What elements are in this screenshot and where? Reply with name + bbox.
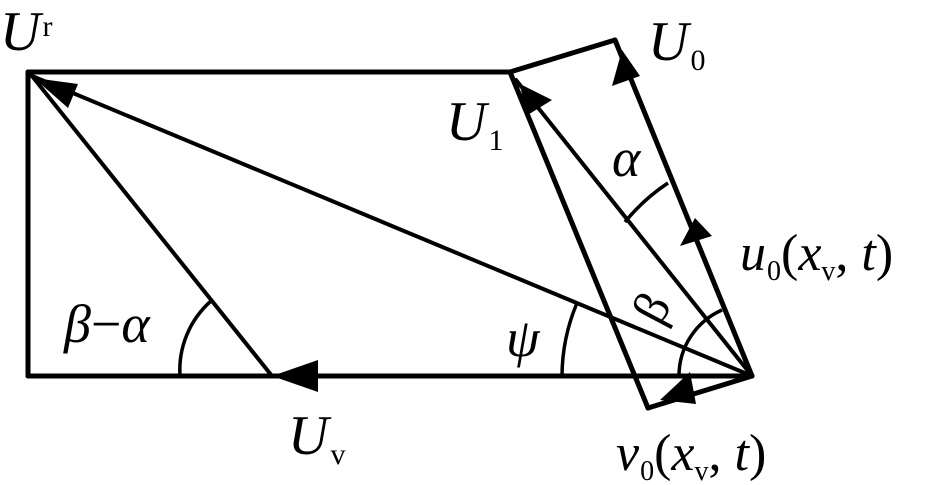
vector-ur-diagonal	[30, 74, 754, 378]
arc-alpha	[623, 181, 669, 224]
label-psi: ψ	[506, 308, 541, 368]
vector-u1-diagonal	[514, 78, 754, 378]
arrowhead-u0-top	[612, 50, 640, 86]
arc-beta	[677, 308, 723, 377]
arrowhead-u0-mid	[680, 218, 712, 246]
label-v0-function: v0(xv, t)	[616, 425, 766, 485]
label-u0-function: u0(xv, t)	[740, 225, 893, 287]
arc-psi	[560, 302, 579, 377]
label-beta-minus-alpha: β−α	[63, 294, 151, 354]
segment-u1-down	[507, 69, 651, 411]
label-u1: U1	[446, 91, 503, 157]
arrowhead-v0	[660, 372, 696, 404]
arrowhead-u1	[520, 84, 552, 116]
vector-v0-line	[645, 373, 755, 411]
label-u0-capital: U0	[648, 11, 705, 77]
vector-u0-line	[612, 37, 755, 379]
arc-beta-minus-alpha	[178, 299, 213, 377]
label-alpha: α	[612, 128, 642, 188]
ur-to-uv-line	[30, 74, 274, 378]
segment-u1-to-u0	[507, 37, 618, 75]
arrowhead-uv	[272, 360, 318, 392]
label-uv: Uv	[288, 405, 345, 471]
arrowhead-ur	[34, 78, 78, 108]
label-ur: Ur	[0, 1, 52, 63]
